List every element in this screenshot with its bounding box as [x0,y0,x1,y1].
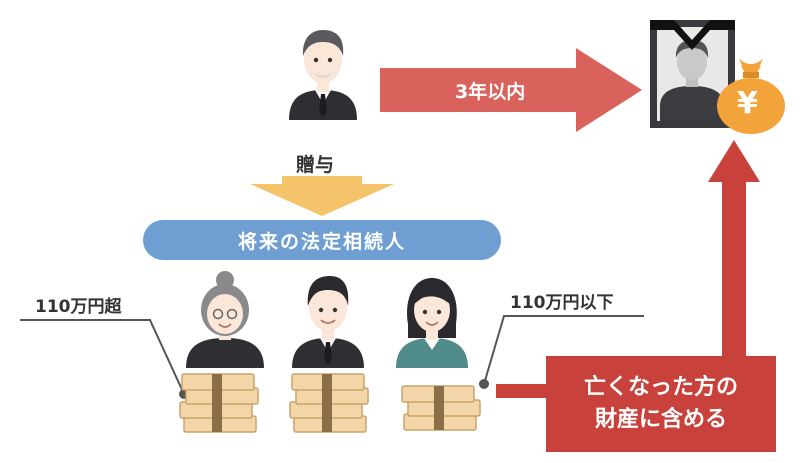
within-years-arrow [380,48,642,132]
estate-inclusion-box: 亡くなった方の 財産に含める [546,356,776,452]
deceased-portrait-icon [650,20,735,128]
over-amount-leader-line [20,319,189,399]
grandfather-icon [289,30,357,120]
yen-symbol: ¥ [737,86,758,121]
estate-inclusion-arrow [496,140,760,398]
gift-label: 贈与 [296,154,335,176]
father-icon [292,276,364,368]
under-amount-leader-line [479,315,644,389]
cash-stack-icon [289,373,369,433]
estate-box-line1: 亡くなった方の [583,375,738,400]
under-amount-label: 110万円以下 [510,293,614,313]
over-amount-label: 110万円超 [35,297,122,317]
future-heirs-label: 将来の法定相続人 [237,230,406,253]
cash-stack-icon [179,373,259,433]
money-bag-icon [717,58,785,134]
estate-box-line2: 財産に含める [594,407,727,432]
gift-down-arrow [250,176,394,216]
daughter-icon [396,278,468,368]
future-heirs-banner: 将来の法定相続人 [143,220,501,260]
grandmother-icon [186,271,264,368]
cash-stack-icon [401,385,481,431]
within-years-label: 3年以内 [455,81,526,103]
